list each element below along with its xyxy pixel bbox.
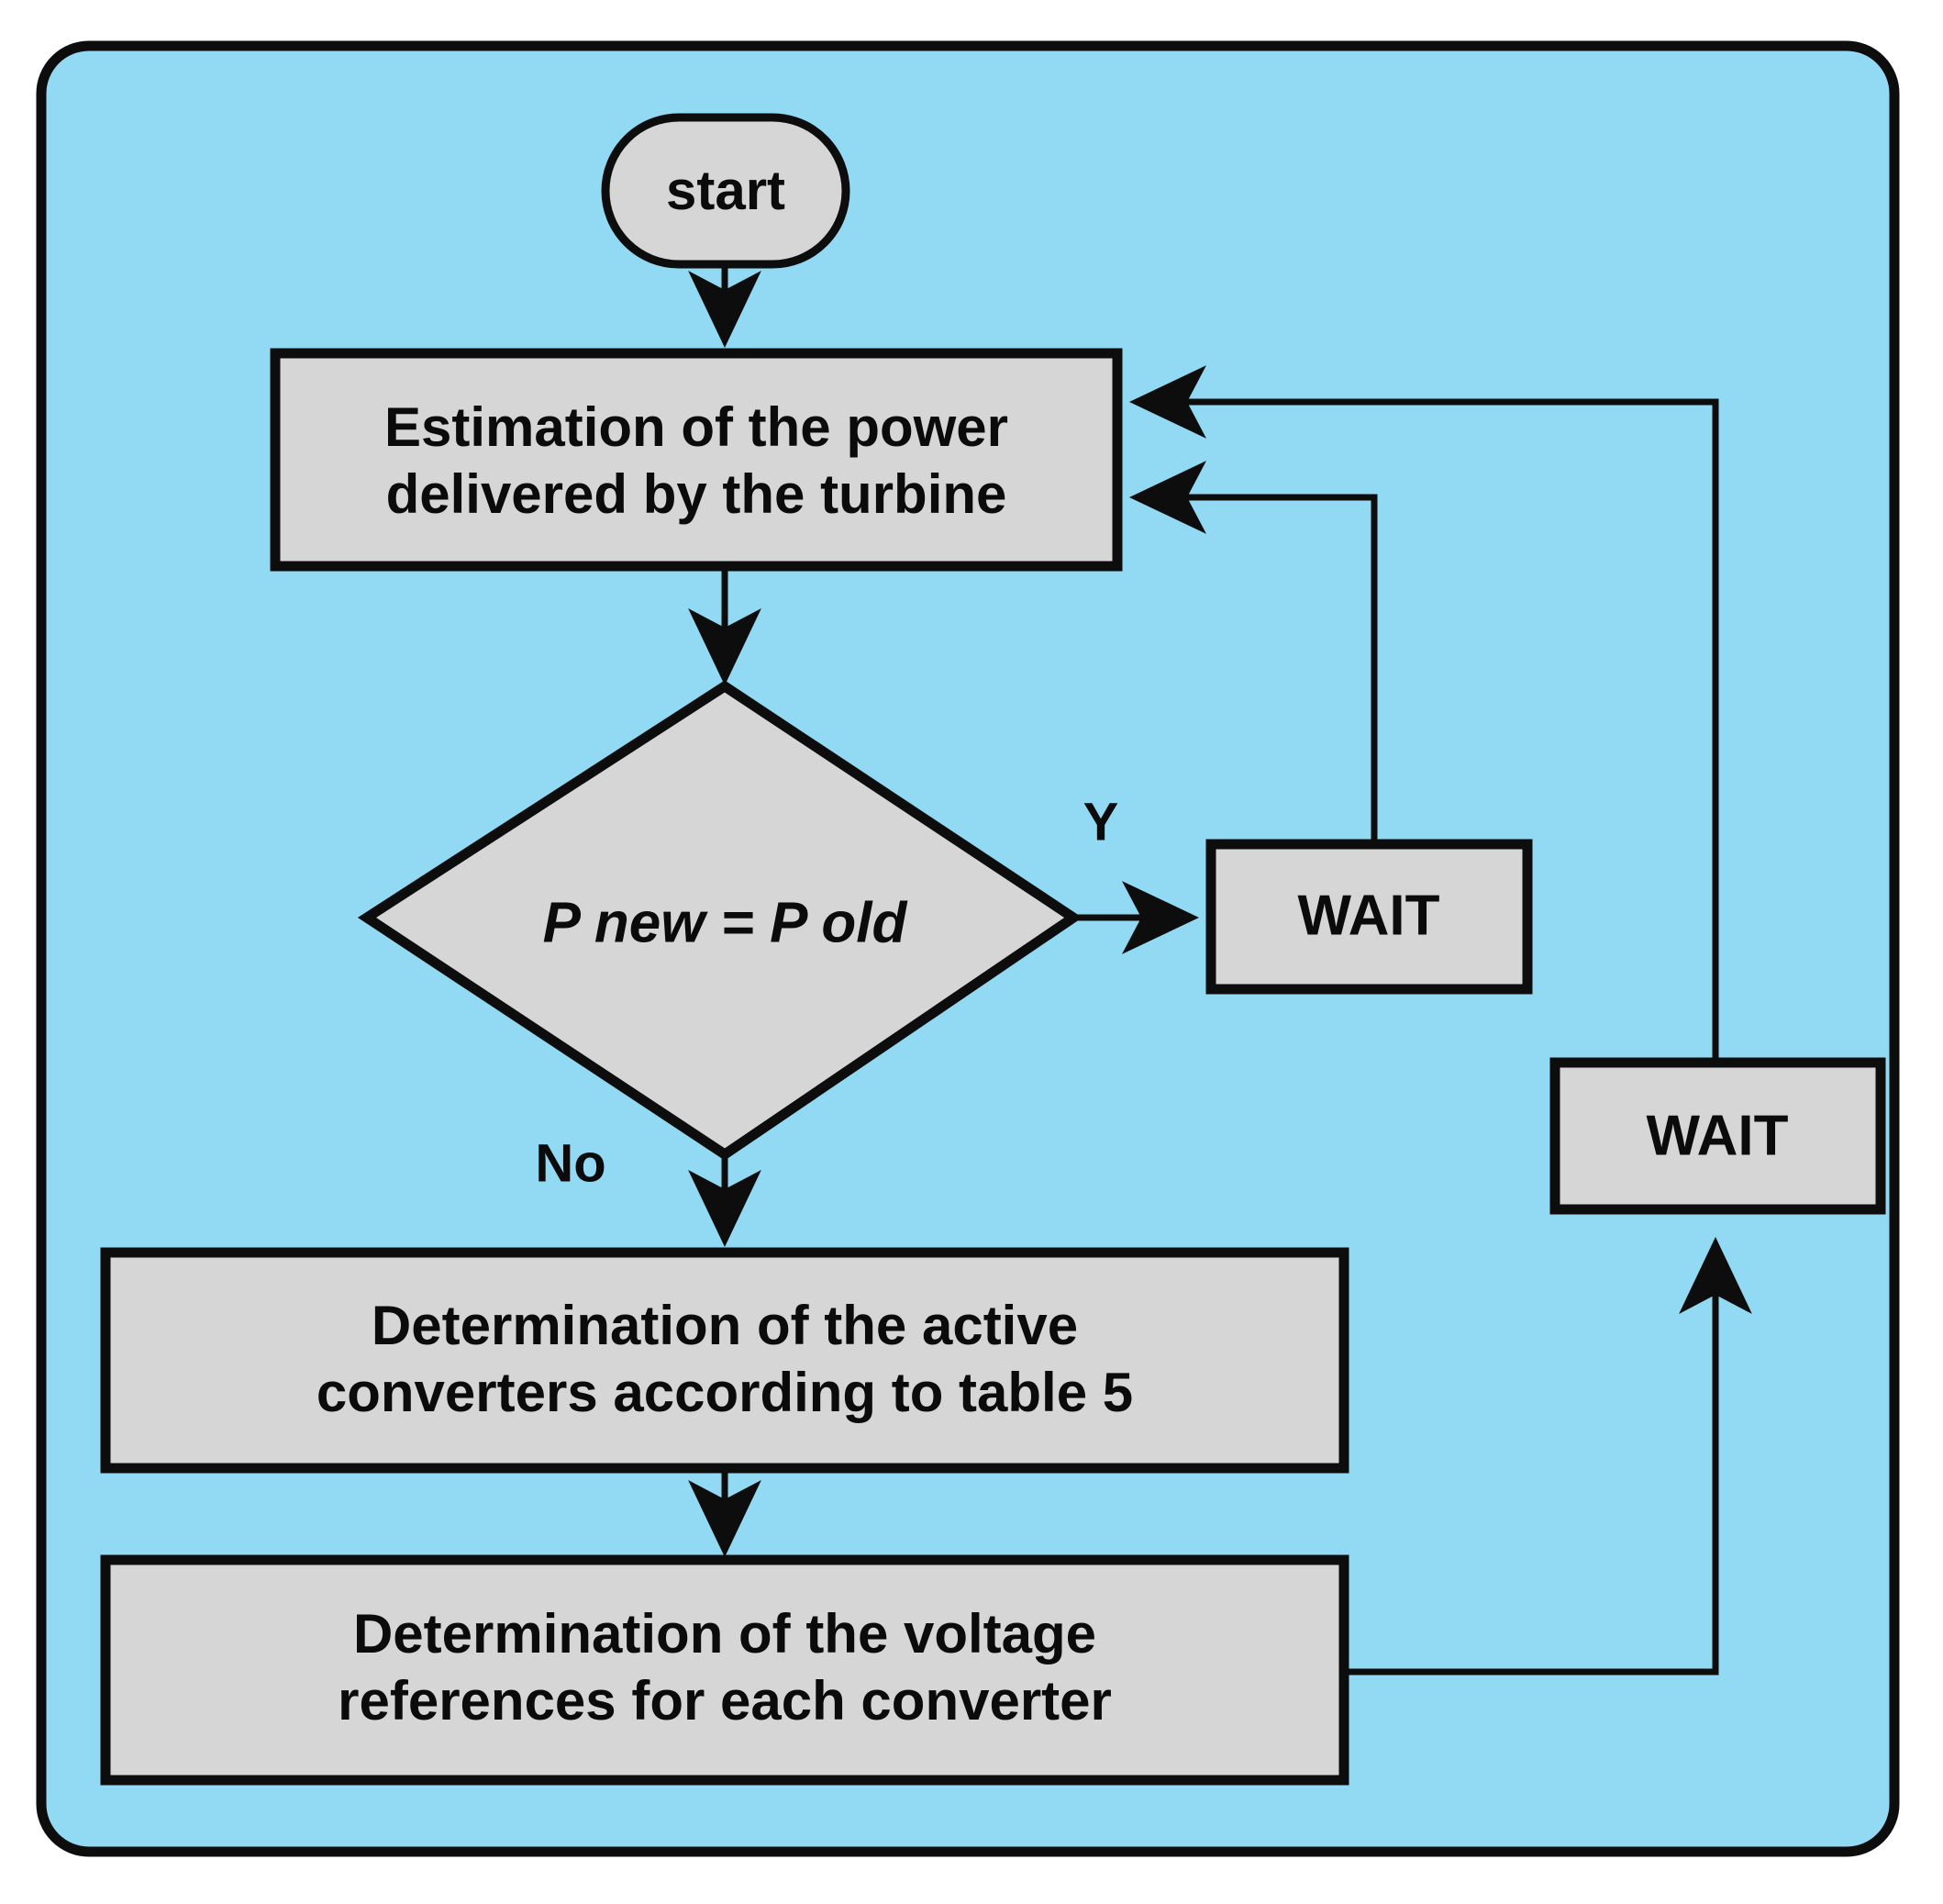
converters-label-line1: Determination of the active xyxy=(372,1295,1078,1356)
start-label: start xyxy=(666,160,785,221)
wait-right-label: WAIT xyxy=(1647,1104,1789,1167)
estimation-shape xyxy=(270,348,1123,572)
converters-shape xyxy=(100,1247,1349,1474)
edge-voltage-to-wait-right xyxy=(1347,1237,1752,1676)
edge-wait-right-to-estimation xyxy=(1129,365,1719,1063)
node-estimation[interactable]: Estimation of the power delivered by the… xyxy=(270,348,1123,572)
converters-label-line2: converters according to table 5 xyxy=(316,1362,1133,1423)
estimation-label-line1: Estimation of the power xyxy=(384,396,1008,458)
voltage-label-line2: references for each converter xyxy=(338,1670,1112,1731)
edge-label-yes: Y xyxy=(1083,792,1119,852)
node-voltage[interactable]: Determination of the voltage references … xyxy=(100,1554,1349,1786)
wait-right-shape xyxy=(1549,1057,1886,1215)
node-start[interactable]: start xyxy=(601,113,850,269)
voltage-shape xyxy=(100,1554,1349,1786)
decision-shape xyxy=(357,680,1083,1161)
edge-wait-top-to-estimation xyxy=(1129,461,1378,844)
node-wait-top[interactable]: WAIT xyxy=(1205,839,1533,995)
wait-top-shape xyxy=(1205,839,1533,995)
node-wait-right[interactable]: WAIT xyxy=(1549,1057,1886,1215)
edge-label-no: No xyxy=(535,1133,605,1193)
decision-label: P new = P old xyxy=(543,891,908,954)
wait-top-label: WAIT xyxy=(1298,884,1440,947)
start-shape xyxy=(601,113,850,269)
voltage-label-line1: Determination of the voltage xyxy=(353,1603,1096,1665)
node-converters[interactable]: Determination of the active converters a… xyxy=(100,1247,1349,1474)
node-decision[interactable]: P new = P old xyxy=(357,680,1083,1161)
estimation-label-line2: delivered by the turbine xyxy=(386,463,1007,525)
